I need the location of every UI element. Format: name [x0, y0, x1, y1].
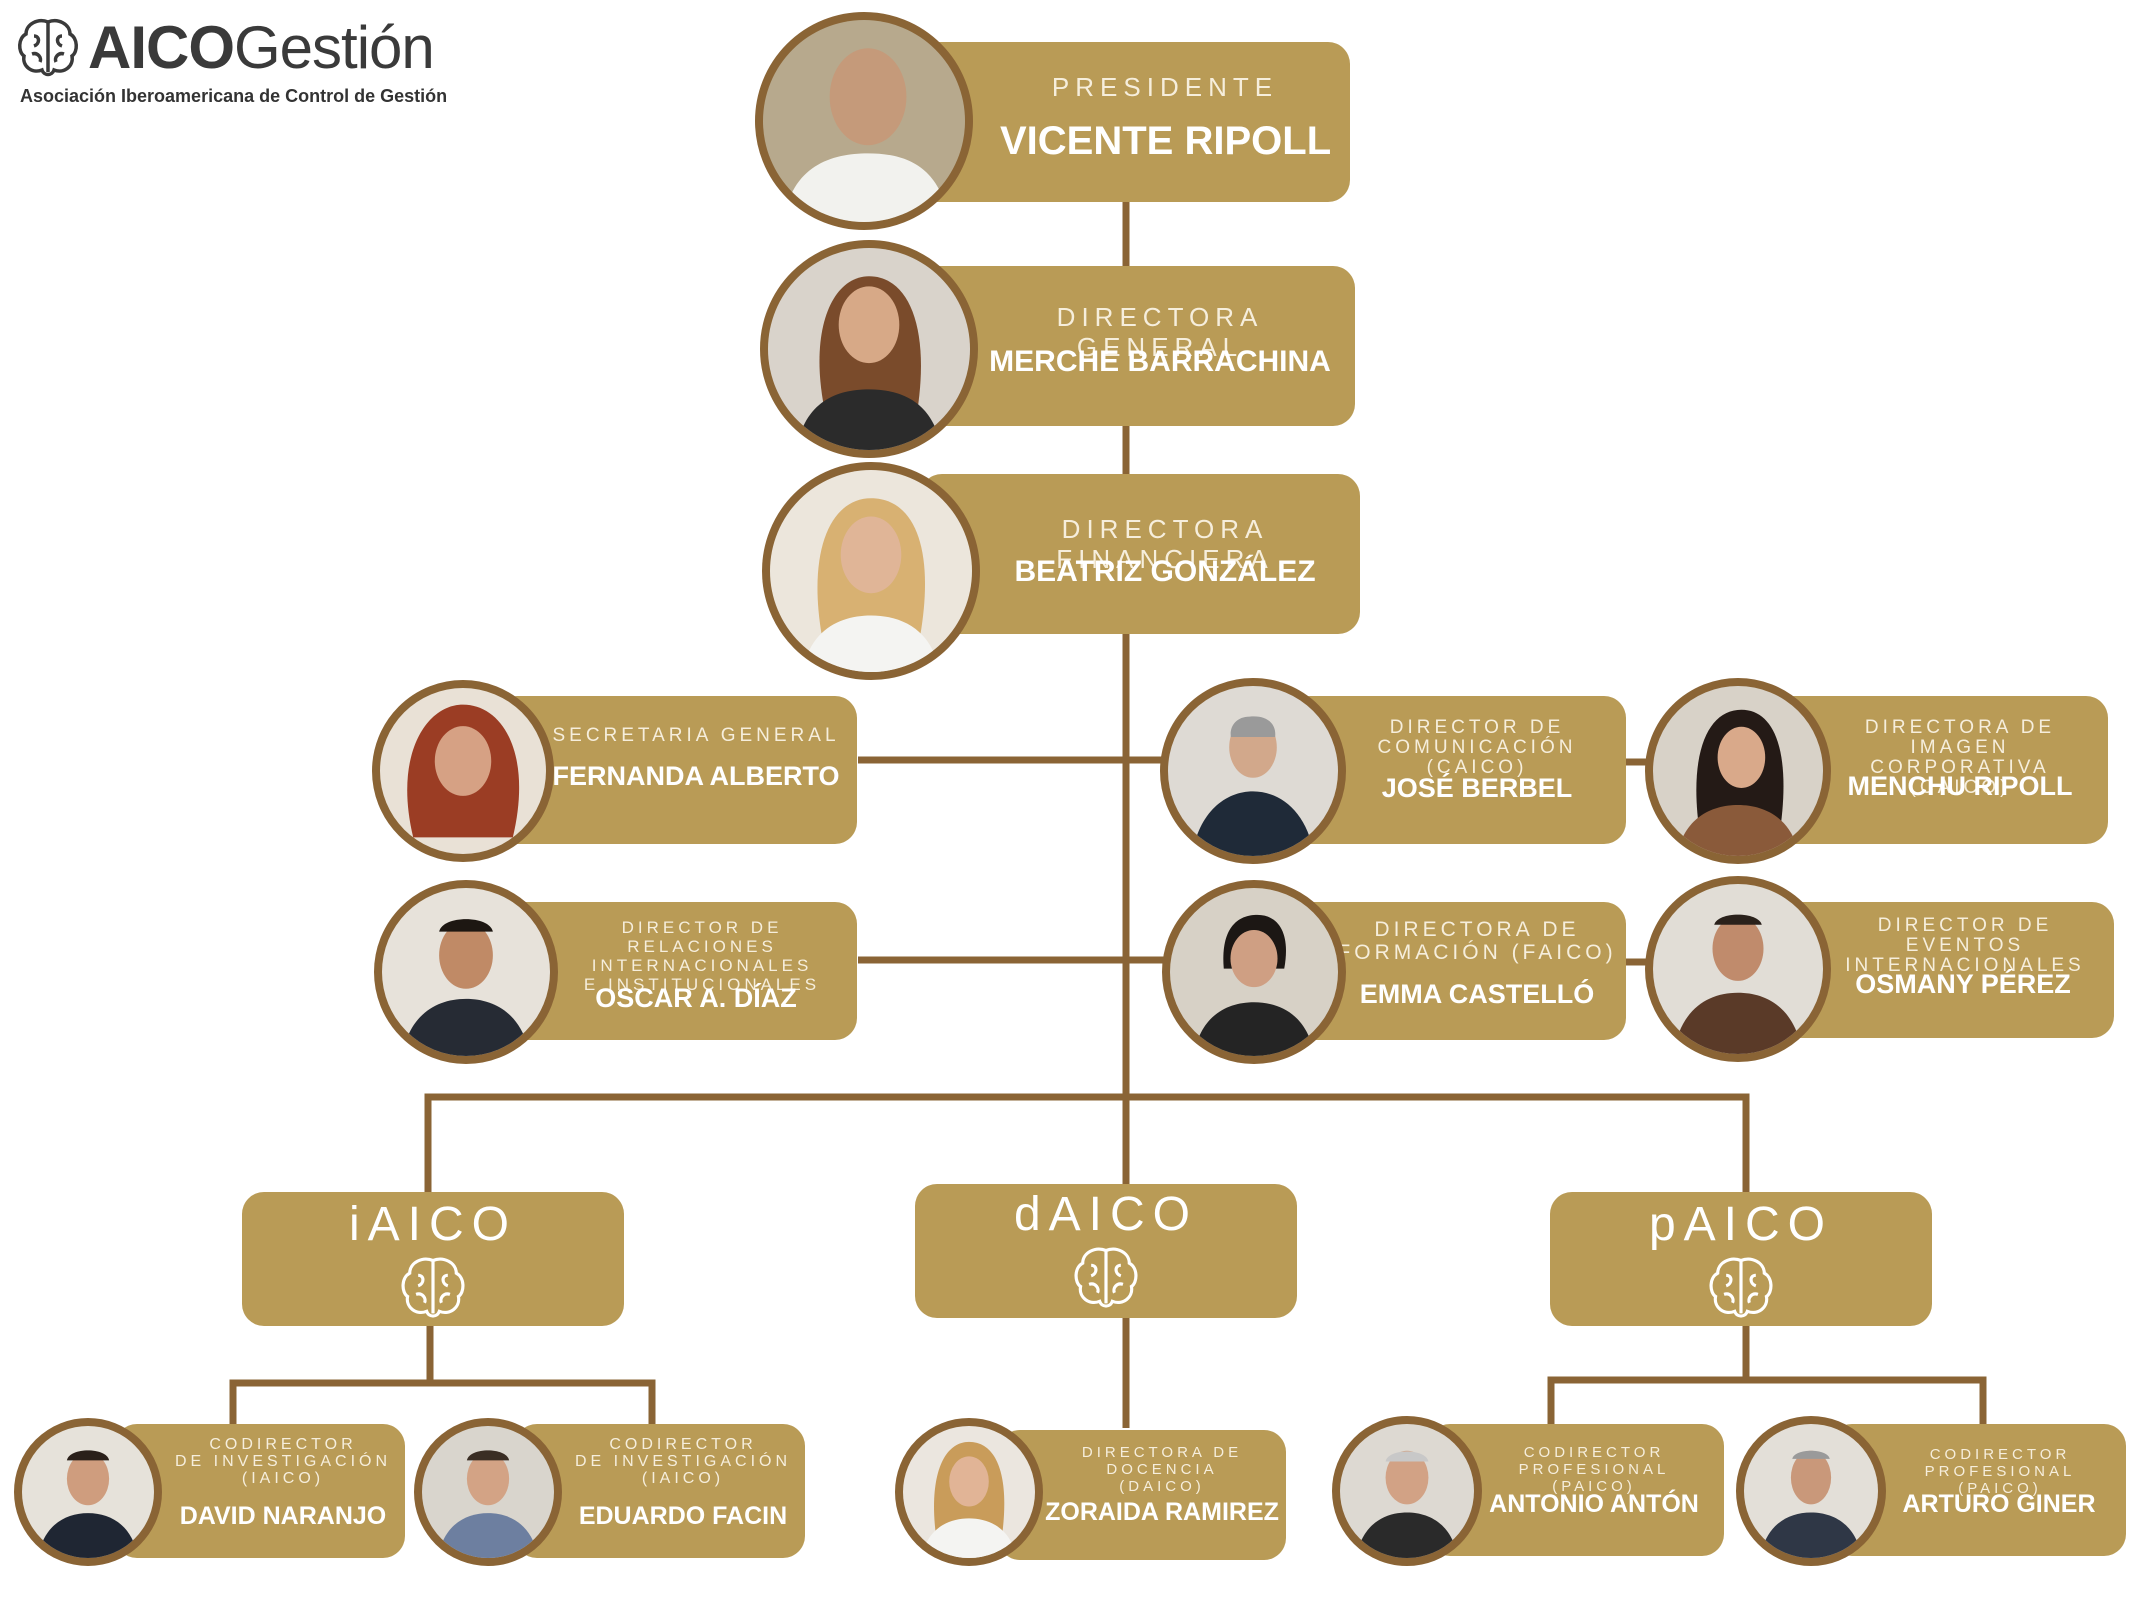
connector-paico-right: [1746, 1376, 1987, 1428]
group-title: dAICO: [1013, 1188, 1199, 1241]
card-codirector-investigacion-2: CODIRECTOR DE INVESTIGACIÓN (iAICO) EDUA…: [515, 1424, 805, 1558]
person-name: JOSÉ BERBEL: [1381, 773, 1573, 803]
person-name: MENCHU RIPOLL: [1847, 771, 2073, 801]
connector-iaico-right: [430, 1379, 656, 1428]
person-name: OSMANY PÉREZ: [1855, 969, 2071, 999]
card-director-relaciones: DIRECTOR DE RELACIONES INTERNACIONALES E…: [495, 902, 857, 1040]
person-name: DAVID NARANJO: [179, 1502, 387, 1530]
role-label: DIRECTOR DE RELACIONES INTERNACIONALES E…: [583, 918, 821, 994]
avatar-presidente: [755, 12, 973, 230]
card-directora-general: DIRECTORA GENERAL MERCHE BARRACHINA: [915, 266, 1355, 426]
avatar-secretaria-general: [372, 680, 554, 862]
person-name: VICENTE RIPOLL: [1000, 119, 1332, 163]
avatar-director-relaciones: [374, 880, 558, 1064]
avatar-directora-docencia: [895, 1418, 1043, 1566]
brain-icon: [1709, 1257, 1773, 1318]
card-presidente: PRESIDENTE VICENTE RIPOLL: [910, 42, 1350, 202]
avatar-directora-general: [760, 240, 978, 458]
group-daico: dAICO: [915, 1184, 1297, 1318]
logo-word-gestion: Gestión: [234, 14, 435, 81]
avatar-director-comunicacion: [1160, 678, 1346, 864]
card-codirector-profesional-2: CODIRECTOR PROFESIONAL (pAICO) ARTURO GI…: [1830, 1424, 2126, 1556]
aico-logo[interactable]: AICOGestión Asociación Iberoamericana de…: [14, 8, 484, 108]
person-name: BEATRIZ GONZÁLEZ: [1014, 555, 1316, 588]
card-director-eventos: DIRECTOR DE EVENTOS INTERNACIONALES OSMA…: [1772, 902, 2114, 1038]
group-iaico: iAICO: [242, 1192, 624, 1326]
brain-icon: [1074, 1247, 1138, 1308]
connector-paico-left: [1547, 1325, 1750, 1428]
card-secretaria-general: SECRETARIA GENERAL FERNANDA ALBERTO: [495, 696, 857, 844]
connector-groups: [424, 1093, 1750, 1192]
person-name: ARTURO GINER: [1902, 1490, 2096, 1518]
person-name: ANTONIO ANTÓN: [1489, 1490, 1699, 1518]
card-directora-financiera: DIRECTORA FINANCIERA BEATRIZ GONZÁLEZ: [920, 474, 1360, 634]
connector-iaico-left: [229, 1325, 434, 1428]
avatar-directora-formacion: [1162, 880, 1346, 1064]
card-directora-formacion: DIRECTORA DE FORMACIÓN (fAICO) EMMA CAST…: [1288, 902, 1626, 1040]
role-label: SECRETARIA GENERAL: [552, 725, 840, 746]
card-directora-docencia: DIRECTORA DE DOCENCIA (dAICO) ZORAIDA RA…: [998, 1430, 1286, 1560]
avatar-codirector-profesional-2: [1736, 1416, 1886, 1566]
role-label: PRESIDENTE: [1051, 72, 1279, 102]
avatar-codirector-investigacion-1: [14, 1418, 162, 1566]
group-title: pAICO: [1648, 1198, 1834, 1251]
role-label: CODIRECTOR PROFESIONAL (pAICO): [1518, 1444, 1670, 1495]
person-name: EMMA CASTELLÓ: [1359, 979, 1595, 1009]
person-name: OSCAR A. DÍAZ: [595, 983, 797, 1013]
role-label: DIRECTORA GENERAL: [1056, 302, 1264, 362]
group-title: iAICO: [348, 1198, 517, 1251]
role-label: DIRECTORA FINANCIERA: [1056, 514, 1274, 574]
brain-icon: [18, 19, 78, 77]
brain-icon: [401, 1257, 465, 1318]
avatar-director-eventos: [1645, 876, 1831, 1062]
card-codirector-investigacion-1: CODIRECTOR DE INVESTIGACIÓN (iAICO) DAVI…: [115, 1424, 405, 1558]
avatar-directora-imagen: [1645, 678, 1831, 864]
person-name: MERCHE BARRACHINA: [989, 345, 1331, 378]
logo-word-aico: AICO: [88, 14, 235, 81]
role-label: DIRECTORA DE FORMACIÓN (fAICO): [1337, 918, 1617, 964]
role-label: CODIRECTOR PROFESIONAL (pAICO): [1924, 1446, 2076, 1497]
person-name: FERNANDA ALBERTO: [552, 761, 840, 791]
logo-subtitle: Asociación Iberoamericana de Control de …: [20, 86, 448, 106]
role-label: DIRECTORA DE IMAGEN CORPORATIVA (cAICO): [1864, 717, 2056, 798]
role-label: CODIRECTOR DE INVESTIGACIÓN (iAICO): [174, 1436, 392, 1487]
role-label: DIRECTORA DE DOCENCIA (dAICO): [1081, 1444, 1243, 1495]
avatar-codirector-investigacion-2: [414, 1418, 562, 1566]
group-paico: pAICO: [1550, 1192, 1932, 1326]
avatar-codirector-profesional-1: [1332, 1416, 1482, 1566]
person-name: EDUARDO FACIN: [578, 1502, 788, 1530]
person-name: ZORAIDA RAMIREZ: [1045, 1498, 1279, 1526]
logo-wordmark: AICOGestión: [88, 12, 435, 84]
avatar-directora-financiera: [762, 462, 980, 680]
role-label: DIRECTOR DE COMUNICACIÓN (cAICO): [1377, 717, 1577, 778]
role-label: DIRECTOR DE EVENTOS INTERNACIONALES: [1845, 915, 2085, 976]
role-label: CODIRECTOR DE INVESTIGACIÓN (iAICO): [574, 1436, 792, 1487]
